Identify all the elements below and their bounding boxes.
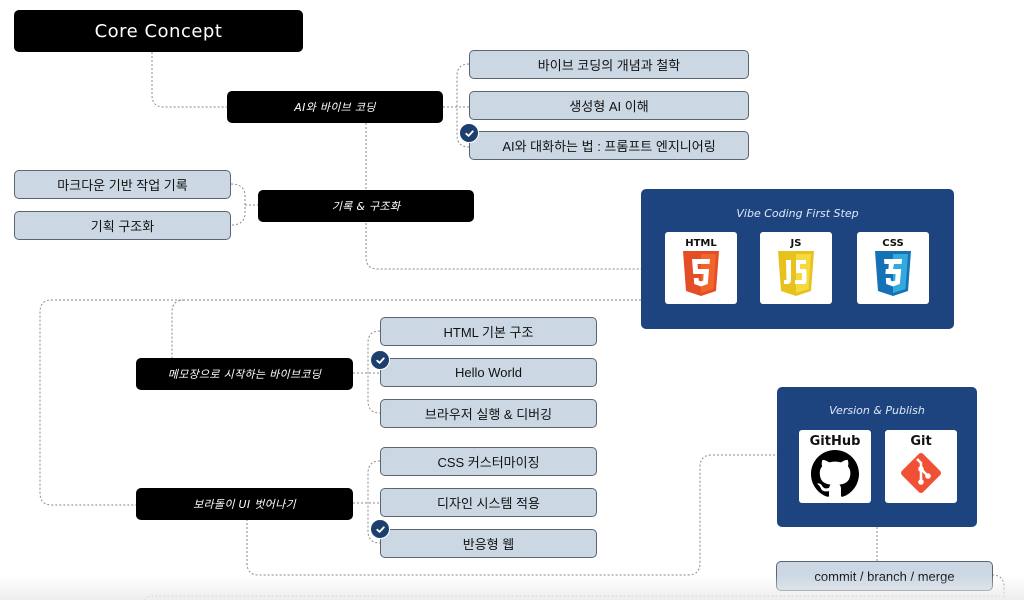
tile-label: CSS xyxy=(882,238,904,249)
panel-title: Vibe Coding First Step xyxy=(736,207,859,220)
tile-js[interactable]: JS xyxy=(760,232,832,304)
tile-label: HTML xyxy=(685,238,717,249)
check-icon[interactable] xyxy=(370,350,390,370)
leaf-css-customizing[interactable]: CSS 커스터마이징 xyxy=(380,447,597,476)
leaf-label: 반응형 웹 xyxy=(462,537,515,552)
git-logo-icon xyxy=(901,453,941,493)
branch-node-notepad-vibe-coding[interactable]: 메모장으로 시작하는 바이브코딩 xyxy=(136,358,353,390)
branch-node-label: 보라돌이 UI 벗어나기 xyxy=(193,498,296,511)
leaf-design-system[interactable]: 디자인 시스템 적용 xyxy=(380,488,597,517)
leaf-planning-structure[interactable]: 기획 구조화 xyxy=(14,211,231,240)
branch-node-label: 기록 & 구조화 xyxy=(331,200,401,213)
leaf-html-structure[interactable]: HTML 기본 구조 xyxy=(380,317,597,346)
leaf-label: Hello World xyxy=(455,365,522,380)
leaf-label: HTML 기본 구조 xyxy=(443,325,534,340)
leaf-label: 마크다운 기반 작업 기록 xyxy=(57,178,188,193)
tile-label: JS xyxy=(790,238,802,249)
branch-node-beyond-ui[interactable]: 보라돌이 UI 벗어나기 xyxy=(136,488,353,520)
branch-node-label: AI와 바이브 코딩 xyxy=(294,101,376,114)
panel-version-publish: Version & Publish GitHub Git xyxy=(777,387,977,527)
leaf-label: 브라우저 실행 & 디버깅 xyxy=(424,407,553,422)
leaf-vibe-coding-concept[interactable]: 바이브 코딩의 개념과 철학 xyxy=(469,50,749,79)
panel-title: Version & Publish xyxy=(829,404,925,417)
leaf-label: 생성형 AI 이해 xyxy=(569,99,649,114)
leaf-browser-debugging[interactable]: 브라우저 실행 & 디버깅 xyxy=(380,399,597,428)
tile-github[interactable]: GitHub xyxy=(799,430,871,503)
leaf-hello-world[interactable]: Hello World xyxy=(380,358,597,387)
leaf-label: 바이브 코딩의 개념과 철학 xyxy=(537,58,681,73)
branch-node-record-structure[interactable]: 기록 & 구조화 xyxy=(258,190,474,222)
branch-node-label: 메모장으로 시작하는 바이브코딩 xyxy=(167,368,322,381)
check-icon[interactable] xyxy=(459,123,479,143)
tile-label: GitHub xyxy=(809,434,861,449)
tile-html[interactable]: HTML xyxy=(665,232,737,304)
leaf-prompt-engineering[interactable]: AI와 대화하는 법 : 프롬프트 엔지니어링 xyxy=(469,131,749,160)
leaf-label: 디자인 시스템 적용 xyxy=(437,496,540,511)
bottom-fade-overlay xyxy=(0,575,1024,600)
leaf-markdown-record[interactable]: 마크다운 기반 작업 기록 xyxy=(14,170,231,199)
tile-git[interactable]: Git xyxy=(885,430,957,503)
root-node-core-concept[interactable]: Core Concept xyxy=(14,10,303,52)
branch-node-ai-vibe-coding[interactable]: AI와 바이브 코딩 xyxy=(227,91,443,123)
panel-vibe-coding-first-step: Vibe Coding First Step HTML JS CSS xyxy=(641,189,954,329)
js-shield-icon xyxy=(778,251,814,296)
leaf-generative-ai[interactable]: 생성형 AI 이해 xyxy=(469,91,749,120)
leaf-label: AI와 대화하는 법 : 프롬프트 엔지니어링 xyxy=(502,139,716,154)
tile-label: Git xyxy=(910,434,932,449)
leaf-responsive-web[interactable]: 반응형 웹 xyxy=(380,529,597,558)
css3-shield-icon xyxy=(875,251,911,296)
leaf-label: CSS 커스터마이징 xyxy=(437,455,540,470)
leaf-label: 기획 구조화 xyxy=(90,219,155,234)
check-icon[interactable] xyxy=(370,519,390,539)
tile-css[interactable]: CSS xyxy=(857,232,929,304)
root-node-label: Core Concept xyxy=(94,20,223,42)
html5-shield-icon xyxy=(683,251,719,296)
github-octocat-icon xyxy=(811,450,859,497)
